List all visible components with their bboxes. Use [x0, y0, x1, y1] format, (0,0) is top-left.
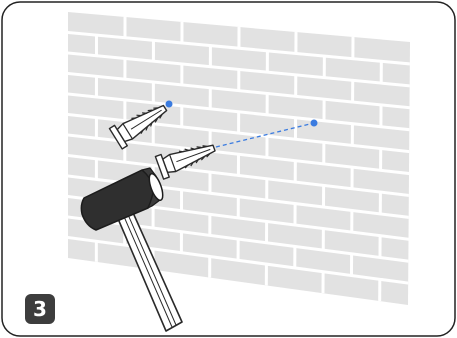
drill-hole-mark-2: [310, 119, 318, 127]
mortar-line: [68, 29, 410, 67]
mortar-line: [68, 172, 410, 221]
step-number-badge: 3: [25, 294, 55, 324]
wall-anchor-icon: [108, 104, 168, 150]
drill-hole-mark-1: [165, 100, 173, 108]
hammer-head: [80, 167, 164, 231]
hammer-icon: [80, 167, 183, 332]
drill-marks: [165, 100, 318, 148]
brick-wall: [68, 12, 410, 305]
alignment-guide-line: [215, 122, 315, 148]
mortar-line: [68, 90, 410, 133]
wall-anchor-icon: [154, 144, 216, 180]
mortar-line: [68, 152, 410, 199]
